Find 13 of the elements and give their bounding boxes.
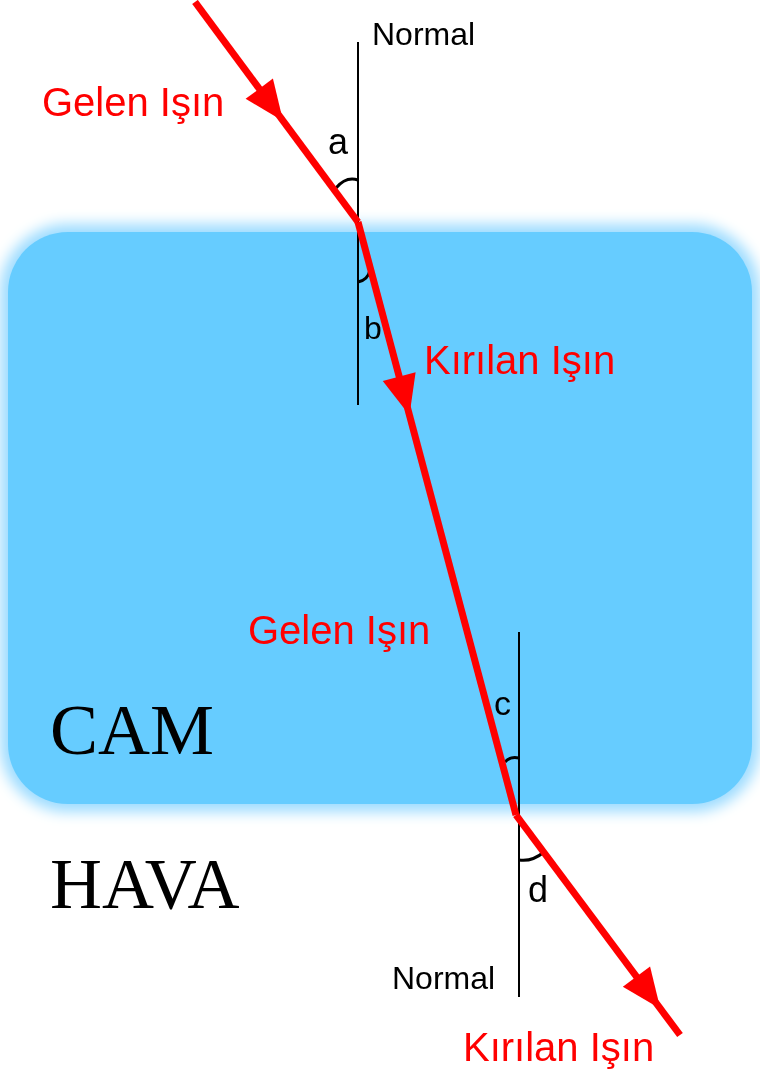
- angle-label: c: [494, 686, 511, 720]
- ray-label: Kırılan Işın: [424, 340, 616, 380]
- ray-label: Gelen Işın: [248, 610, 431, 650]
- normal-label: Normal: [372, 18, 476, 50]
- angle-label: d: [528, 872, 549, 908]
- normal-label: Normal: [392, 962, 496, 994]
- ray-label: Kırılan Işın: [463, 1027, 655, 1067]
- region-label: CAM: [50, 694, 215, 766]
- region-label: HAVA: [50, 848, 240, 920]
- glass-block: [8, 232, 752, 804]
- angle-label: a: [328, 124, 349, 160]
- ray-label: Gelen Işın: [42, 82, 225, 122]
- angle-label: b: [364, 312, 382, 344]
